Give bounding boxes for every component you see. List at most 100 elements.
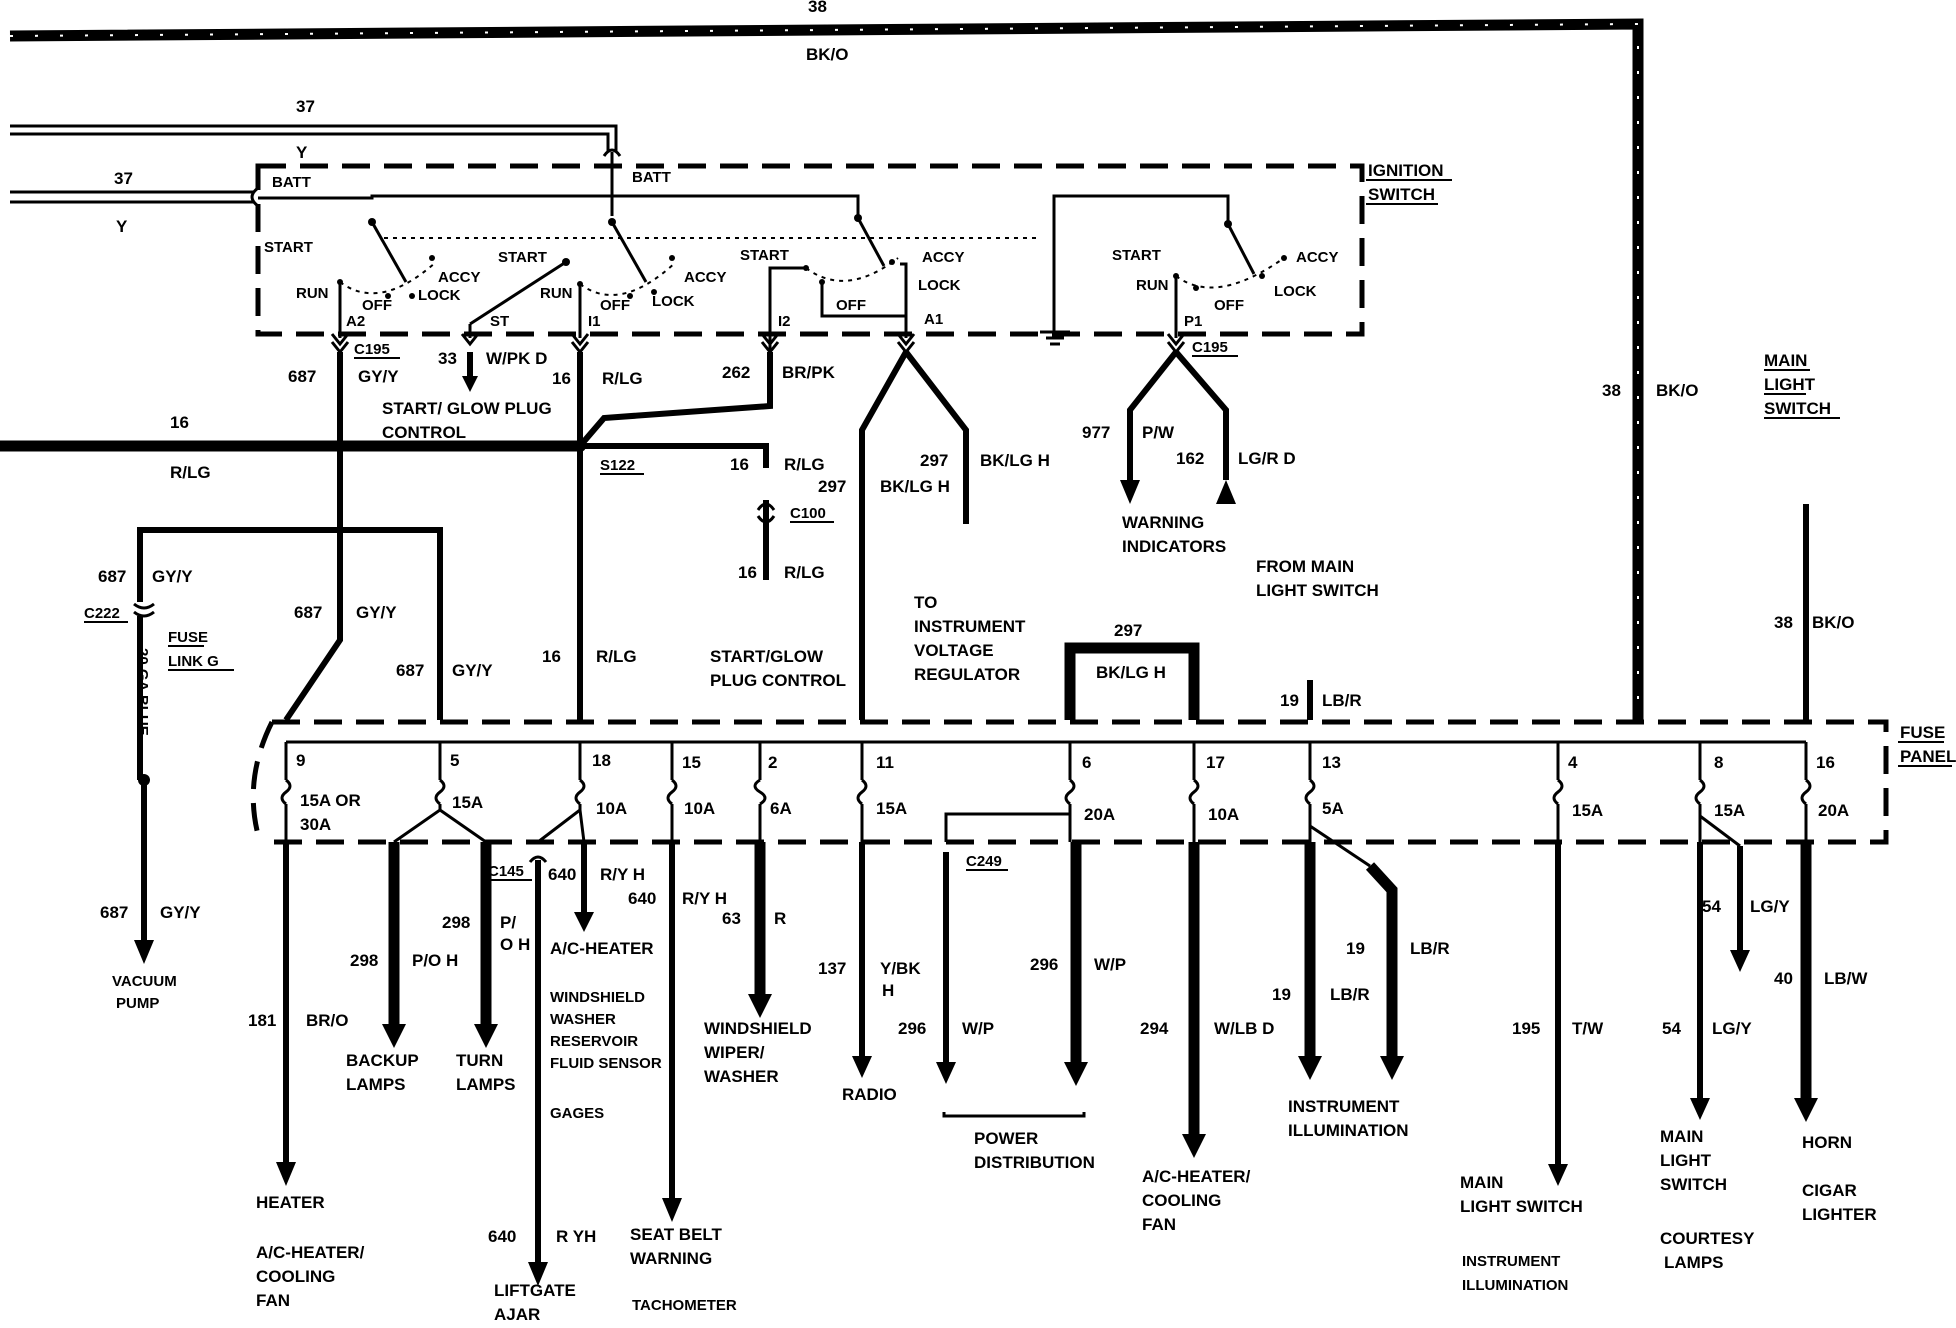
fuse-link-2: LINK G [168,653,219,670]
from-main-1: FROM MAIN [1256,557,1354,576]
fuse-5-rating: 15A [452,793,483,812]
ign-st-terminal: ST [490,313,509,330]
r-lg-circuit: 16 [170,413,189,432]
c195-color: T/W [1572,1019,1604,1038]
c297a-circuit: 297 [920,451,948,470]
c19b-circuit: 19 [1272,985,1291,1004]
to-inst-4: REGULATOR [914,665,1020,684]
start-glow-4: PLUG CONTROL [710,671,846,690]
c687c-circuit: 687 [294,603,322,622]
fuse-8-rating: 15A [1714,801,1745,820]
top-feed-color: BK/O [806,45,849,64]
radio-label: RADIO [842,1085,897,1104]
ign-p1-run: RUN [1136,277,1169,294]
fuse-link-1: FUSE [168,629,208,646]
vac-color: GY/Y [160,903,201,922]
main-light-title-3: SWITCH [1764,399,1831,418]
c195-right: C195 [1192,339,1228,356]
ignition-switch: IGNITION SWITCH START RUN OFF ACCY LOCK … [255,152,1452,346]
fuse-13-rating: 5A [1322,799,1344,818]
main-light-title-1: MAIN [1764,351,1807,370]
c54b-circuit: 54 [1662,1019,1681,1038]
c195-left: C195 [354,341,390,358]
wire-33: 33 W/PK D [438,349,547,392]
c40-color: LB/W [1824,969,1868,988]
ign-a1-terminal: A1 [924,311,943,328]
ign-a2-run: RUN [296,285,329,302]
ign-i2-start: START [740,247,789,264]
backup-1: BACKUP [346,1051,419,1070]
c297c-circuit: 297 [1114,621,1142,640]
fuse-17-num: 17 [1206,753,1225,772]
fuse-6-num: 6 [1082,753,1091,772]
c181-color: BR/O [306,1011,349,1030]
fuse-15-num: 15 [682,753,701,772]
ign-a2-lock: LOCK [418,287,461,304]
c19b-color: LB/R [1330,985,1370,1004]
start-glow-1: START/ GLOW PLUG [382,399,552,418]
ign-i2-off: OFF [836,297,866,314]
wiper-3: WASHER [704,1067,779,1086]
warning-2: INDICATORS [1122,537,1226,556]
vac-circuit: 687 [100,903,128,922]
c16d-circuit: 16 [542,647,561,666]
c296a-circuit: 296 [898,1019,926,1038]
vac-label-2: PUMP [116,995,159,1012]
fuse-6: 6 20A [944,742,1115,842]
fuse-15-rating: 10A [684,799,715,818]
batt-lower-circuit: 37 [114,169,133,188]
c100-label: C100 [790,505,826,522]
fuse-11-rating: 15A [876,799,907,818]
batt-label-left: BATT [272,174,311,191]
main-light-title-2: LIGHT [1764,375,1816,394]
c249-label: C249 [966,853,1002,870]
ground-icon [1040,330,1070,346]
ign-i1-lock: LOCK [652,293,695,310]
ignition-switch-title-1: IGNITION [1368,161,1444,180]
fuse-4: 4 15A [1552,742,1603,842]
batt-label-right: BATT [632,169,671,186]
c687d-color: GY/Y [452,661,493,680]
c63-circuit: 63 [722,909,741,928]
c298b-color1: P/ [500,913,516,932]
ign-a2-start: START [264,239,313,256]
fuse-11: 11 15A [856,742,907,842]
c19-color: LB/R [1322,691,1362,710]
c294-color: W/LB D [1214,1019,1274,1038]
mls2-3: SWITCH [1660,1175,1727,1194]
wire-687: 687 GY/Y 687 GY/Y C222 FUSE LINK G 20 GA… [84,352,493,1012]
c16-color: R/LG [602,369,643,388]
c54b-color: LG/Y [1712,1019,1752,1038]
c296b-circuit: 296 [1030,955,1058,974]
c297c-color: BK/LG H [1096,663,1166,682]
ii-1: INSTRUMENT [1462,1253,1560,1270]
c38b-color: BK/O [1812,613,1855,632]
fuse-8: 8 15A [1694,742,1745,848]
ign-p1-terminal: P1 [1184,313,1202,330]
c297b-circuit: 297 [818,477,846,496]
ign-i2-terminal: I2 [778,313,791,330]
ign-st-start: START [498,249,547,266]
c297a-color: BK/LG H [980,451,1050,470]
fuse-panel-title-1: FUSE [1900,723,1945,742]
mls-1: MAIN [1460,1173,1503,1192]
fuse-2: 2 6A [753,742,792,842]
tach-label: TACHOMETER [632,1297,737,1314]
instr-1: INSTRUMENT [1288,1097,1400,1116]
ach2-1: A/C-HEATER/ [1142,1167,1251,1186]
ignition-switch-title-2: SWITCH [1368,185,1435,204]
fuse-6-rating: 20A [1084,805,1115,824]
batt-lower-color: Y [116,217,128,236]
fuse-18-rating: 10A [596,799,627,818]
c33-circuit: 33 [438,349,457,368]
ign-i1-accy: ACCY [684,269,727,286]
ign-p1-lock: LOCK [1274,283,1317,300]
r-lg-color: R/LG [170,463,211,482]
ws-1: WINDSHIELD [550,989,645,1006]
c687c-color: GY/Y [356,603,397,622]
c640b-color: R/Y H [682,889,727,908]
c298b-circuit: 298 [442,913,470,932]
c262-color: BR/PK [782,363,836,382]
to-inst-1: TO [914,593,937,612]
fuse-2-num: 2 [768,753,777,772]
